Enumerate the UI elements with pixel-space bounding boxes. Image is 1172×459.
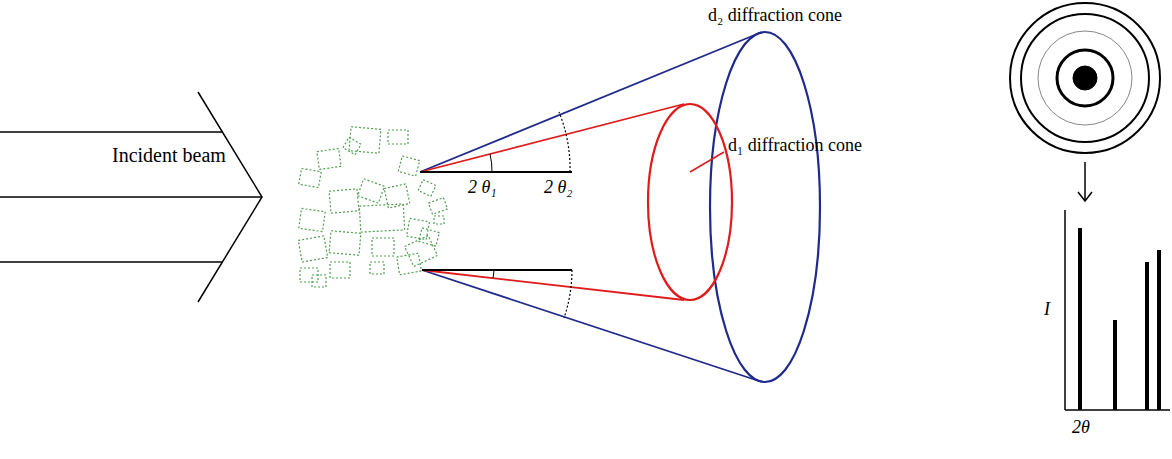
crystallite: [370, 262, 384, 274]
crystallite: [358, 179, 385, 203]
crystallite: [434, 216, 444, 224]
crystallite: [329, 231, 361, 256]
crystallite: [299, 168, 321, 187]
crystallite: [418, 228, 439, 246]
incident-beam: [0, 92, 262, 302]
crystallite: [418, 180, 436, 197]
angle-label: 2 θ₁: [468, 178, 497, 198]
beam-label: Incident beam: [112, 144, 226, 166]
crystallite: [359, 204, 404, 232]
crystallite: [405, 236, 438, 267]
axis-label: 2θ: [1072, 418, 1090, 438]
crystallite: [343, 137, 361, 154]
crystallite: [299, 208, 326, 231]
intensity-chart: [1065, 210, 1170, 410]
crystallite: [317, 149, 341, 170]
cone-label: d₁ diffraction cone: [728, 136, 862, 156]
diffraction-cones: [420, 32, 820, 382]
crystallite: [329, 189, 359, 213]
crystallite: [300, 268, 318, 282]
crystallite: [398, 156, 420, 176]
crystallites: [298, 127, 447, 287]
axis-label: I: [1044, 300, 1050, 320]
ring-pattern: [1010, 3, 1160, 153]
crystallite: [397, 253, 422, 275]
down-arrow: [1078, 162, 1092, 201]
crystallite: [372, 238, 394, 256]
cone-label: d₂ diffraction cone: [708, 6, 842, 26]
crystallite: [330, 262, 350, 278]
crystallite: [428, 198, 447, 215]
crystallite: [388, 130, 408, 144]
crystallite: [312, 275, 326, 287]
crystallite: [298, 236, 327, 262]
angle-label: 2 θ₂: [544, 178, 573, 198]
